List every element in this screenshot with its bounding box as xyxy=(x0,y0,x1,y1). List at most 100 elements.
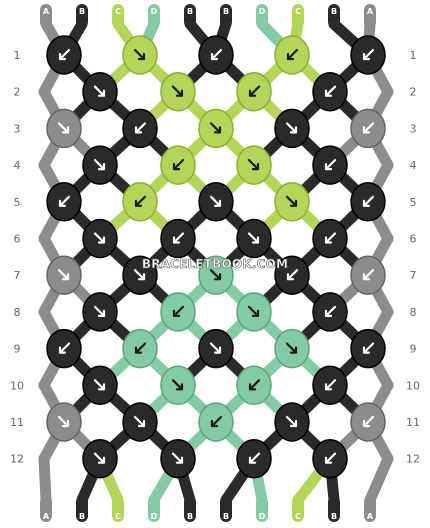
row-label-left: 2 xyxy=(14,86,21,99)
knot-row7-4 xyxy=(274,255,310,295)
knot-row11-3 xyxy=(198,402,234,442)
knot-row11-4 xyxy=(274,402,310,442)
arrow-down-left-icon xyxy=(134,122,147,134)
arrow-down-right-icon xyxy=(133,48,146,61)
knot-row11-1 xyxy=(46,402,82,442)
row-label-right: 4 xyxy=(410,159,417,172)
knot-row9-2 xyxy=(122,328,158,369)
knot-row1-1 xyxy=(46,35,82,75)
knot-row2-2 xyxy=(160,71,196,112)
arrow-down-right-icon xyxy=(209,195,222,207)
row-label-left: 6 xyxy=(14,233,21,246)
knot-row9-3 xyxy=(198,328,234,369)
arrow-down-left-icon xyxy=(362,269,375,281)
row-label-right: 3 xyxy=(410,122,417,135)
arrow-down-right-icon xyxy=(133,415,146,428)
knot-row7-5 xyxy=(350,255,386,295)
knot-row3-5 xyxy=(350,108,386,149)
arrow-down-left-icon xyxy=(172,232,185,244)
knot-row7-1 xyxy=(46,255,82,295)
strand-letter: B xyxy=(187,512,193,521)
knot-row6-3 xyxy=(236,218,272,259)
row-label-right: 2 xyxy=(410,86,417,99)
row-label-left: 5 xyxy=(14,196,21,209)
row-label-right: 1 xyxy=(410,49,417,62)
arrow-down-right-icon xyxy=(209,269,222,281)
arrow-down-left-icon xyxy=(134,195,147,207)
arrow-down-right-icon xyxy=(93,305,106,317)
row-label-left: 12 xyxy=(10,453,24,466)
arrow-down-right-icon xyxy=(57,122,70,134)
row-label-left: 11 xyxy=(10,416,24,429)
arrow-down-left-icon xyxy=(324,379,337,391)
knot-row12-1 xyxy=(82,438,118,479)
row-label-right: 10 xyxy=(406,379,420,392)
knot-row5-2 xyxy=(122,182,158,222)
arrow-down-left-icon xyxy=(172,305,185,317)
row-label-left: 9 xyxy=(14,343,21,356)
arrow-down-left-icon xyxy=(58,195,71,207)
row-label-left: 10 xyxy=(10,379,24,392)
knot-row4-1 xyxy=(82,145,118,185)
knot-row1-3 xyxy=(198,35,234,75)
arrow-down-right-icon xyxy=(285,195,298,207)
strand-letter: C xyxy=(115,512,121,521)
arrow-down-left-icon xyxy=(362,122,375,134)
knot-row5-3 xyxy=(198,182,234,222)
knot-row10-2 xyxy=(160,365,196,406)
strand-letter: C xyxy=(295,512,301,521)
knot-row12-3 xyxy=(236,438,272,479)
arrow-down-left-icon xyxy=(210,415,223,428)
strand-letter: B xyxy=(79,512,85,521)
knot-row8-4 xyxy=(312,292,348,332)
strand-letter: B xyxy=(79,7,85,16)
arrow-down-right-icon xyxy=(93,452,106,464)
knot-row7-3 xyxy=(198,255,234,295)
knot-row5-4 xyxy=(274,182,310,222)
strand-segment xyxy=(364,453,394,506)
knot-row6-2 xyxy=(160,218,196,259)
knot-row10-3 xyxy=(236,365,272,406)
arrow-down-right-icon xyxy=(171,85,184,97)
arrow-down-left-icon xyxy=(324,232,337,244)
knot-row9-5 xyxy=(350,328,386,369)
arrow-down-left-icon xyxy=(134,342,147,354)
knot-row10-4 xyxy=(312,365,348,406)
strand-letter: B xyxy=(223,7,229,16)
knot-row6-1 xyxy=(82,218,118,259)
arrow-down-right-icon xyxy=(93,232,106,244)
watermark-text: BRACELETBOOK.COM xyxy=(142,257,288,271)
knot-row3-1 xyxy=(46,108,82,149)
knot-row11-5 xyxy=(350,402,386,442)
row-label-right: 12 xyxy=(406,453,420,466)
row-label-left: 8 xyxy=(14,306,21,319)
strand-letter: A xyxy=(43,512,50,521)
row-label-left: 3 xyxy=(14,122,21,135)
knot-row6-4 xyxy=(312,218,348,259)
strand-letter: A xyxy=(367,7,374,16)
knot-row4-4 xyxy=(312,145,348,185)
arrow-down-left-icon xyxy=(362,195,375,207)
arrow-down-right-icon xyxy=(247,305,260,317)
row-label-right: 7 xyxy=(410,269,417,282)
arrow-down-right-icon xyxy=(93,379,106,391)
arrow-down-right-icon xyxy=(247,232,260,244)
knot-row8-3 xyxy=(236,292,272,332)
row-label-right: 11 xyxy=(406,416,420,429)
arrow-down-left-icon xyxy=(248,85,261,97)
knot-row7-2 xyxy=(122,255,158,295)
arrow-down-right-icon xyxy=(133,269,146,281)
knot-row4-3 xyxy=(236,145,272,185)
row-label-left: 1 xyxy=(14,49,21,62)
arrow-down-left-icon xyxy=(324,305,337,317)
knot-row2-4 xyxy=(312,71,348,112)
row-label-right: 9 xyxy=(410,343,417,356)
row-label-left: 7 xyxy=(14,269,21,282)
strand-letter: D xyxy=(151,512,158,521)
arrow-down-right-icon xyxy=(93,85,106,97)
knots-layer xyxy=(46,35,386,479)
arrow-down-right-icon xyxy=(57,415,70,428)
arrow-down-left-icon xyxy=(286,269,299,281)
row-label-right: 8 xyxy=(410,306,417,319)
